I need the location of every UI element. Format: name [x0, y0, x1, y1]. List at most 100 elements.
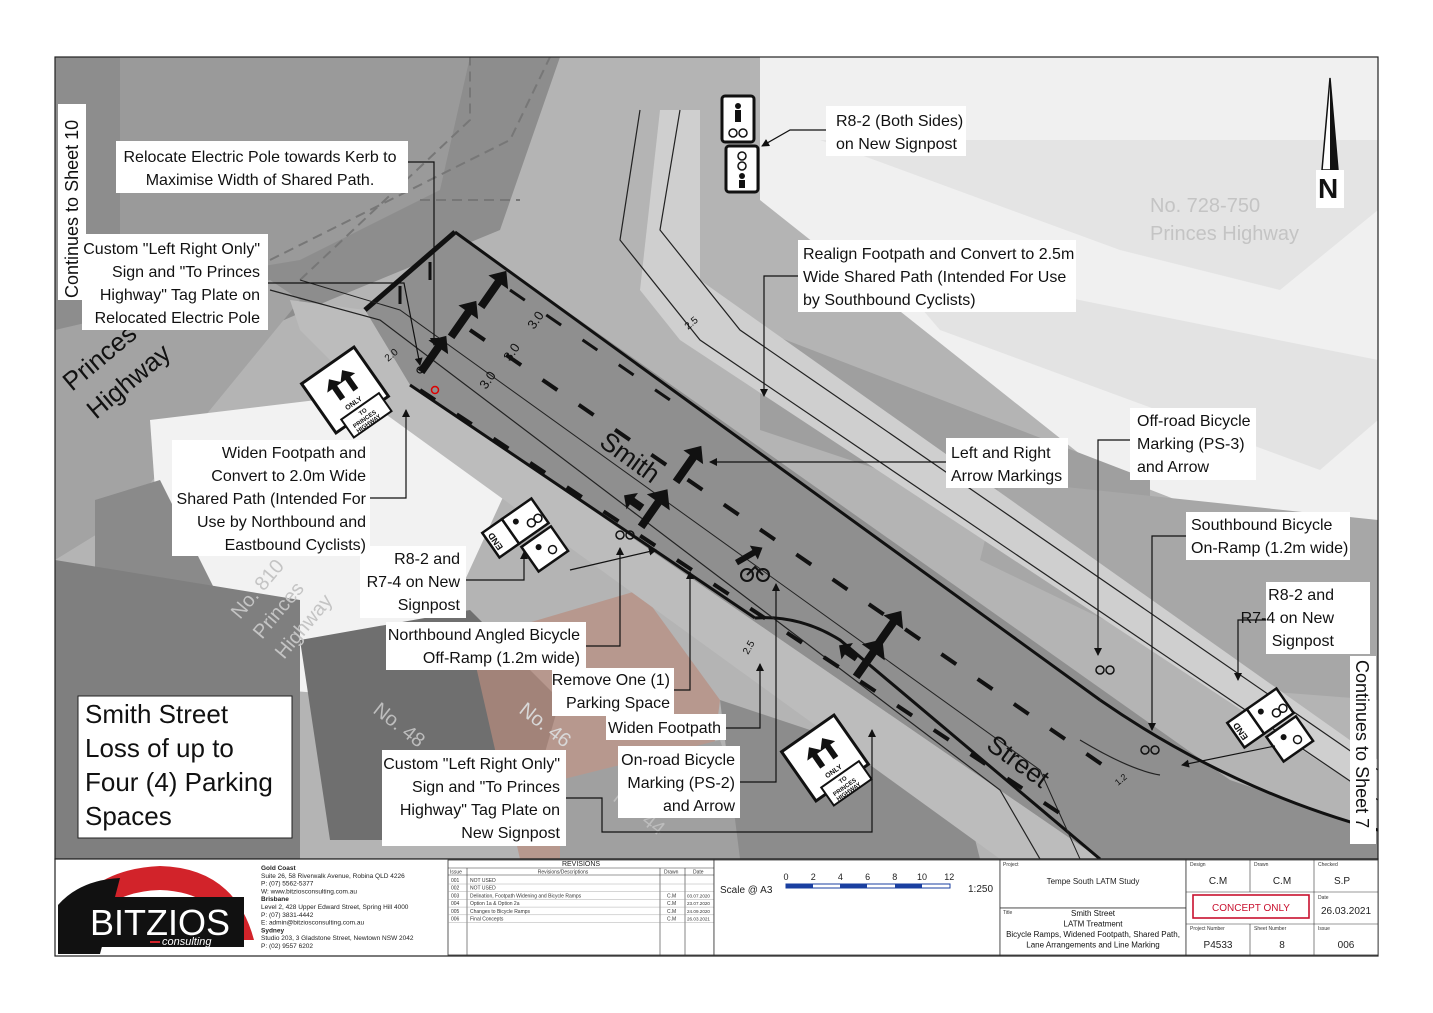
rev-header-drawn: Drawn — [664, 870, 679, 876]
office-detail: P: (02) 9557 6202 — [261, 943, 313, 950]
project-name: Tempe South LATM Study — [1047, 877, 1140, 886]
annotation-line: Loss of up to — [85, 733, 234, 763]
rev-date: 24.09.2020 — [687, 909, 710, 914]
rev-header-date: Date — [693, 870, 704, 876]
sign-left-right-only-new: ONLY TO PRINCES HIGHWAY — [779, 712, 873, 807]
annotation-line: Wide Shared Path (Intended For Use — [803, 269, 1066, 286]
north-arrow-letter: N — [1318, 173, 1338, 204]
north-arrow: N — [1316, 77, 1344, 208]
rev-issue: 001 — [451, 878, 460, 884]
sign-r8-2-both-sides — [720, 94, 760, 194]
rev-date: 23.07.2020 — [687, 901, 710, 906]
annotation-line: Sign and "To Princes — [112, 264, 260, 281]
logo-subtitle: consulting — [162, 936, 212, 948]
rev-date: 26.03.2021 — [687, 917, 710, 922]
scale-tick-label: 2 — [811, 872, 816, 882]
note-custom-sign-pole: Custom "Left Right Only" Sign and "To Pri… — [83, 241, 260, 327]
status-badge: CONCEPT ONLY — [1212, 903, 1290, 914]
note-relocate-pole: Relocate Electric Pole towards Kerb toMa… — [123, 149, 396, 189]
annotation-line: Smith Street — [1071, 909, 1116, 918]
annotation-line: New Signpost — [461, 825, 560, 842]
annotation-line: Convert to 2.0m Wide — [211, 468, 366, 485]
right-arrow-marking-icon — [872, 610, 904, 650]
road-linework — [269, 109, 1378, 859]
rev-issue: 003 — [451, 893, 460, 899]
annotation-line: Marking (PS-3) — [1137, 436, 1245, 453]
office-detail: E: admin@bitziosconsulting.com.au — [261, 920, 364, 927]
sheet-number-value: 8 — [1279, 940, 1285, 951]
annotation-line: Four (4) Parking — [85, 767, 273, 797]
annotation-line: Eastbound Cyclists) — [225, 537, 366, 554]
annotation-line: Southbound Bicycle — [1191, 517, 1333, 534]
leader-lines — [268, 129, 1276, 833]
annotation-texts: Relocate Electric Pole towards Kerb to Ma… — [83, 113, 1348, 842]
left-arrow-marking-icon — [672, 445, 704, 485]
annotation-line: R8-2 (Both Sides) — [836, 113, 963, 130]
annotation-line: Spaces — [85, 801, 172, 831]
project-title-cell: Project Tempe South LATM Study Title Smi… — [999, 859, 1187, 956]
left-right-arrow-marking-1-icon — [624, 489, 670, 530]
issue-label: Issue — [1318, 926, 1330, 932]
northbound-ramp-bicycle-icon — [615, 530, 635, 540]
annotation-line: R8-2 and — [394, 551, 460, 568]
revisions-title: REVISIONS — [562, 861, 600, 868]
design-value: C.M — [1209, 876, 1227, 887]
annotation-line: and Arrow — [663, 798, 735, 815]
annotation-line: Widen Footpath and — [222, 445, 366, 462]
scale-tick-label: 6 — [865, 872, 870, 882]
scale-tick-label: 8 — [892, 872, 897, 882]
checked-label: Checked — [1318, 862, 1338, 868]
annotation-line: Bicycle Ramps, Widened Footpath, Shared … — [1006, 930, 1180, 939]
southbound-ramp-bicycle-icon — [1140, 745, 1160, 755]
rev-drawn: C.M — [667, 901, 676, 907]
sign-left-right-only-pole: ONLY TO PRINCES HIGHWAY — [299, 344, 393, 439]
annotation-line: Smith Street — [85, 699, 229, 729]
note-remove-parking: Remove One (1)Parking Space — [552, 672, 670, 712]
annotation-line: Arrow Markings — [951, 468, 1062, 485]
annotation-line: Marking (PS-2) — [627, 775, 735, 792]
annotation-line: Custom "Left Right Only" — [83, 241, 260, 258]
annotation-line: by Southbound Cyclists) — [803, 292, 976, 309]
rev-header-issue: Issue — [450, 870, 462, 876]
annotation-line: and Arrow — [1137, 459, 1209, 476]
annotation-line: Use by Northbound and — [197, 514, 366, 531]
office-detail: P: (07) 3831-4442 — [261, 912, 314, 919]
scale-ratio: 1:250 — [968, 884, 993, 895]
rev-issue: 006 — [451, 917, 460, 923]
relocated-pole-marker — [430, 385, 440, 395]
sign-to-text: TO — [358, 408, 368, 418]
property-728-line1: No. 728-750 — [1150, 195, 1260, 217]
rev-description: Delination, Footpath Widening and Bicycl… — [470, 893, 582, 899]
rev-description: Changes to Bicycle Ramps — [470, 909, 531, 915]
date-label: Date — [1318, 895, 1329, 901]
offroad-bicycle-marking-icon — [1095, 665, 1115, 675]
continues-sheet-7: Continues to Sheet 7 — [1352, 660, 1372, 828]
onroad-bicycle-arrow-icon — [735, 545, 763, 566]
office-detail: W: www.bitziosconsulting.com.au — [261, 888, 357, 895]
annotation-line: Remove One (1) — [552, 672, 670, 689]
design-label: Design — [1190, 862, 1206, 868]
scale-tick-label: 10 — [917, 872, 927, 882]
office-heading: Brisbane — [261, 896, 289, 903]
annotation-line: Relocate Electric Pole towards Kerb to — [123, 149, 396, 166]
scale-tick-label: 0 — [783, 872, 788, 882]
left-turn-arrow-1-icon — [477, 270, 509, 310]
annotation-line: R7-4 on New — [1241, 610, 1335, 627]
sign-to-text-2: TO — [838, 776, 848, 786]
annotation-line: Left and Right — [951, 445, 1051, 462]
annotation-line: Highway" Tag Plate on — [400, 802, 560, 819]
rev-drawn: C.M — [667, 909, 676, 915]
annotation-line: On-Ramp (1.2m wide) — [1191, 540, 1348, 557]
office-detail: Studio 203, 3 Gladstone Street, Newtown … — [261, 935, 414, 942]
scale-tick-label: 4 — [838, 872, 843, 882]
checked-value: S.P — [1334, 876, 1350, 887]
